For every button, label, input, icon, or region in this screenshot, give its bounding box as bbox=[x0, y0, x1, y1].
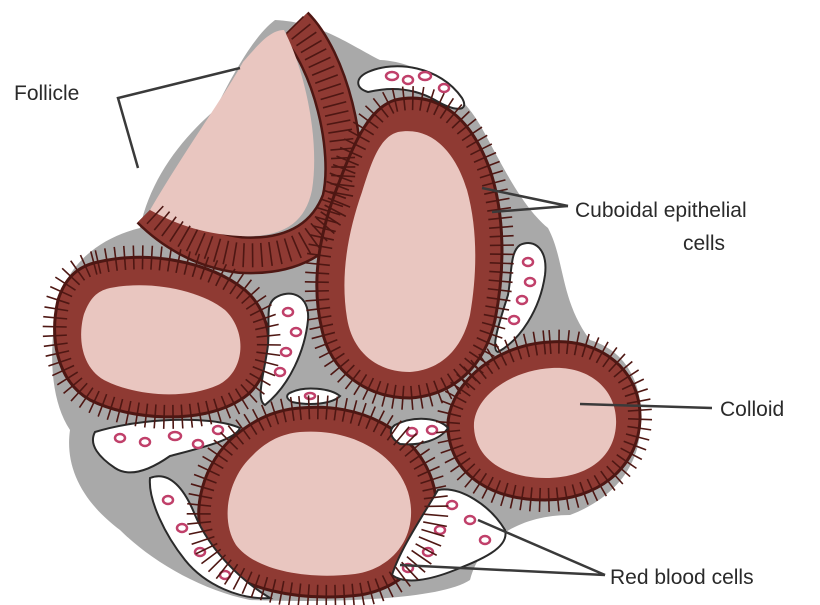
capillary bbox=[287, 389, 340, 404]
cell-division bbox=[308, 395, 309, 419]
cell-division bbox=[539, 488, 540, 512]
cell-division bbox=[413, 86, 414, 110]
colloid bbox=[150, 30, 314, 236]
cuboidal-label-line1: Cuboidal epithelial bbox=[575, 199, 747, 222]
cell-division bbox=[490, 263, 514, 264]
cell-division bbox=[243, 243, 244, 267]
cell-division bbox=[317, 585, 318, 605]
cell-division bbox=[164, 405, 165, 429]
cell-division bbox=[490, 236, 514, 237]
red-blood-cells-label: Red blood cells bbox=[610, 566, 754, 589]
cell-division bbox=[549, 488, 550, 512]
cell-division bbox=[133, 245, 134, 269]
colloid-label: Colloid bbox=[720, 398, 784, 421]
cell-division bbox=[335, 585, 336, 605]
cuboidal-label-line2: cells bbox=[683, 232, 725, 255]
cell-division bbox=[305, 291, 329, 292]
cell-division bbox=[43, 326, 67, 327]
cell-division bbox=[628, 419, 652, 420]
follicle-label: Follicle bbox=[14, 82, 79, 105]
